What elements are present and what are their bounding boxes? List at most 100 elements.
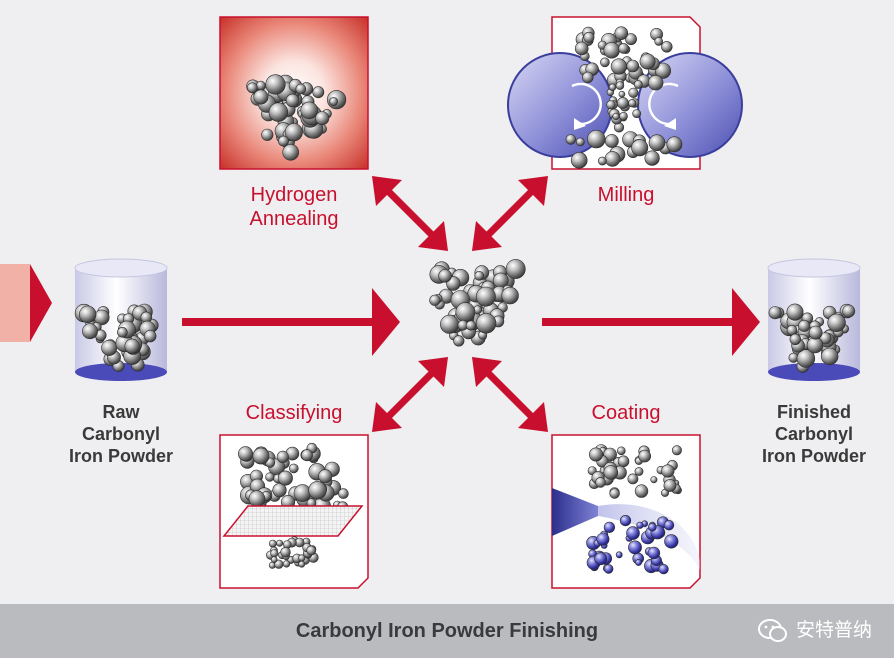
- powder-particle: [439, 314, 459, 334]
- classifying-panel: [219, 434, 369, 589]
- powder-particle: [635, 559, 642, 566]
- powder-particle: [565, 134, 576, 145]
- powder-particle: [798, 319, 811, 332]
- powder-particle: [618, 90, 626, 98]
- powder-particle: [808, 325, 823, 340]
- powder-particle: [505, 259, 526, 279]
- powder-particle: [246, 82, 258, 94]
- powder-particle: [587, 129, 606, 149]
- powder-particle: [265, 74, 286, 95]
- powder-particle: [666, 136, 683, 153]
- powder-particle: [627, 473, 639, 485]
- powder-particle: [501, 286, 519, 305]
- powder-particle: [474, 270, 485, 281]
- powder-particle: [280, 546, 291, 558]
- powder-particle: [663, 519, 675, 531]
- powder-particle: [124, 338, 140, 354]
- finished-powder-label: Finished Carbonyl Iron Powder: [761, 402, 866, 466]
- powder-particle: [575, 137, 585, 147]
- powder-particle: [475, 286, 496, 307]
- finished-powder-container: [767, 258, 861, 381]
- powder-particle: [312, 86, 325, 99]
- powder-particle: [654, 37, 664, 46]
- powder-particle: [308, 481, 327, 500]
- powder-particle: [644, 150, 660, 166]
- arrow-annealing: [372, 176, 448, 251]
- powder-particle: [634, 467, 644, 476]
- powder-particle: [282, 560, 291, 568]
- powder-particle: [628, 540, 642, 555]
- powder-particle: [253, 89, 269, 105]
- powder-particle: [82, 323, 98, 340]
- powder-particle: [626, 59, 640, 73]
- arrow-coating: [472, 357, 548, 432]
- powder-particle: [270, 556, 278, 563]
- powder-particle: [274, 559, 284, 569]
- powder-particle: [265, 472, 275, 482]
- powder-particle: [78, 305, 97, 324]
- powder-particle: [338, 488, 349, 499]
- powder-particle: [604, 151, 621, 167]
- powder-particle: [632, 109, 642, 118]
- powder-particle: [616, 446, 626, 456]
- powder-particle: [628, 87, 639, 98]
- powder-particle: [272, 483, 287, 498]
- powder-particle: [595, 477, 606, 488]
- powder-particle: [609, 488, 620, 499]
- coating-panel: [551, 434, 701, 589]
- powder-particle: [293, 484, 312, 502]
- powder-particle: [588, 447, 603, 462]
- classifying-label: Classifying: [245, 402, 343, 424]
- powder-particle: [661, 41, 673, 53]
- powder-particle: [639, 53, 656, 70]
- powder-particle: [619, 514, 632, 527]
- powder-particle: [453, 335, 465, 347]
- chat-bubble-icon: [757, 619, 787, 642]
- arrow-center-to-finished: [542, 288, 760, 356]
- powder-particle: [277, 470, 293, 486]
- watermark: 安特普纳: [757, 614, 872, 648]
- powder-particle: [256, 80, 266, 91]
- powder-particle: [603, 521, 616, 533]
- diagram-graphics: [0, 16, 861, 589]
- powder-particle: [268, 102, 289, 122]
- powder-particle: [301, 449, 313, 462]
- powder-particle: [594, 552, 608, 566]
- powder-particle: [617, 97, 629, 109]
- powder-particle: [806, 336, 824, 354]
- powder-particle: [582, 71, 594, 84]
- powder-particle: [278, 135, 289, 147]
- powder-particle: [827, 313, 846, 332]
- powder-particle: [288, 463, 299, 474]
- powder-particle: [789, 333, 801, 345]
- powder-particle: [475, 313, 497, 334]
- powder-particle: [618, 43, 629, 54]
- powder-particle: [768, 306, 782, 320]
- powder-particle: [268, 539, 277, 548]
- powder-particle: [329, 97, 338, 106]
- powder-particle: [606, 100, 616, 110]
- powder-particle: [306, 545, 317, 556]
- powder-particle: [614, 26, 629, 41]
- powder-particle: [295, 83, 307, 95]
- powder-particle: [647, 522, 657, 532]
- powder-particle: [298, 560, 306, 568]
- powder-particle: [663, 479, 677, 492]
- powder-particle: [284, 123, 303, 142]
- raw-powder-container: [74, 258, 168, 381]
- annealing-particles: [246, 74, 347, 161]
- powder-particle: [842, 304, 856, 318]
- powder-particle: [248, 490, 266, 508]
- milling-particles: [565, 26, 683, 169]
- powder-particle: [650, 476, 658, 484]
- powder-particle: [786, 303, 804, 321]
- powder-particle: [603, 42, 620, 59]
- powder-particle: [658, 563, 669, 575]
- powder-particle: [647, 546, 661, 560]
- powder-particle: [664, 534, 679, 549]
- powder-particle: [661, 464, 675, 478]
- coating-label: Coating: [591, 402, 661, 424]
- powder-particle: [455, 302, 476, 323]
- flow-arrows: [182, 176, 760, 432]
